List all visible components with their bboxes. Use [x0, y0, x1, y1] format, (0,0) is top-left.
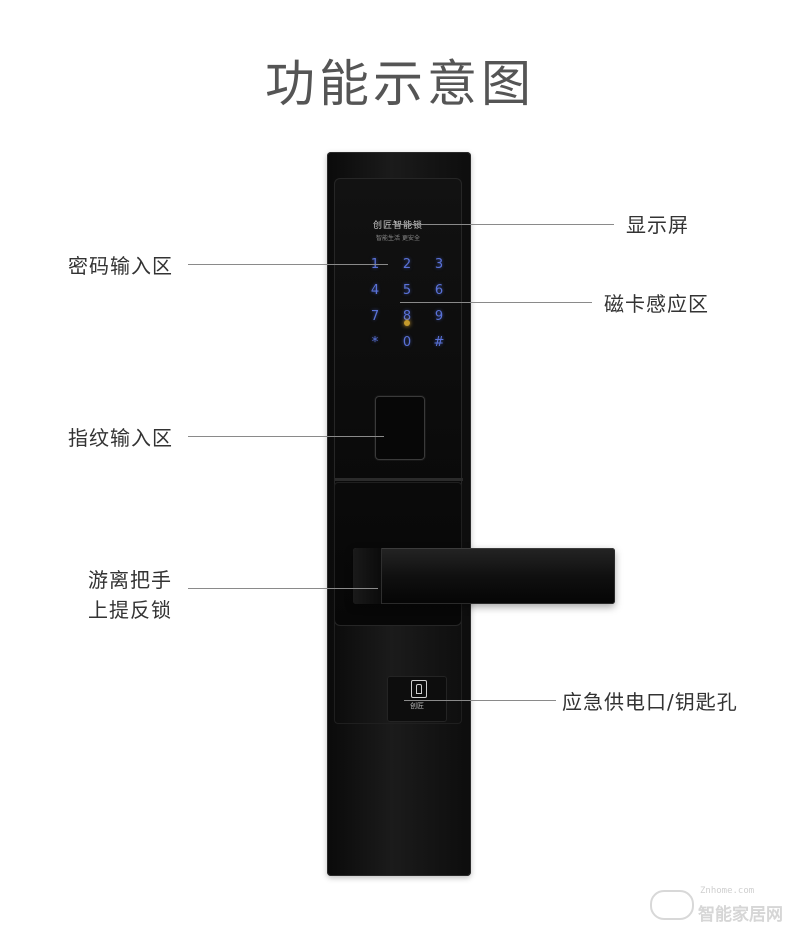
- callout-line-card: [400, 302, 592, 303]
- label-emergency: 应急供电口/钥匙孔: [562, 690, 738, 714]
- watermark-url: Znhome.com: [700, 886, 755, 896]
- label-fingerprint: 指纹输入区: [68, 426, 173, 450]
- page-title: 功能示意图: [265, 55, 535, 113]
- key-8: 8: [402, 309, 412, 324]
- card-sensor-icon: [404, 320, 410, 326]
- keyhole-cover: 创匠: [387, 676, 447, 722]
- watermark-name: 智能家居网: [698, 905, 783, 925]
- key-3: 3: [434, 257, 444, 272]
- lock-handle: [353, 548, 615, 604]
- keypad: 1 2 3 4 5 6 7 8 9 * 0 #: [359, 252, 455, 370]
- handle-base: [353, 548, 382, 604]
- label-password: 密码输入区: [68, 254, 173, 278]
- label-handle-line1: 游离把手: [88, 568, 172, 592]
- smart-lock-body: 创匠智能锁 智能生活 更安全 1 2 3 4 5 6 7 8 9 * 0 # 创…: [327, 152, 471, 876]
- key-hash: #: [433, 335, 445, 350]
- display-screen: 创匠智能锁 智能生活 更安全: [342, 190, 454, 250]
- callout-line-emergency: [404, 700, 556, 701]
- key-2: 2: [402, 257, 412, 272]
- key-7: 7: [370, 309, 380, 324]
- key-9: 9: [434, 309, 444, 324]
- lock-brand-subtext: 智能生活 更安全: [376, 235, 420, 242]
- key-1: 1: [359, 252, 391, 278]
- key-4: 4: [370, 283, 380, 298]
- label-card: 磁卡感应区: [604, 292, 709, 316]
- key-0: 0: [402, 335, 412, 350]
- label-display: 显示屏: [626, 213, 689, 237]
- callout-line-fingerprint: [188, 436, 384, 437]
- callout-line-handle: [188, 588, 378, 589]
- cloud-icon: [650, 890, 694, 920]
- fingerprint-sensor: [375, 396, 425, 460]
- key-6: 6: [434, 283, 444, 298]
- key-icon: [411, 680, 427, 698]
- key-5: 5: [402, 283, 412, 298]
- panel-divider: [335, 478, 463, 481]
- label-handle-line2: 上提反锁: [88, 598, 172, 622]
- callout-line-display: [392, 224, 614, 225]
- callout-line-password: [188, 264, 388, 265]
- key-star: *: [371, 335, 379, 350]
- keyhole-brand-text: 创匠: [410, 702, 424, 710]
- watermark: Znhome.com 智能家居网: [650, 880, 790, 930]
- lock-brand-text: 创匠智能锁: [372, 221, 423, 231]
